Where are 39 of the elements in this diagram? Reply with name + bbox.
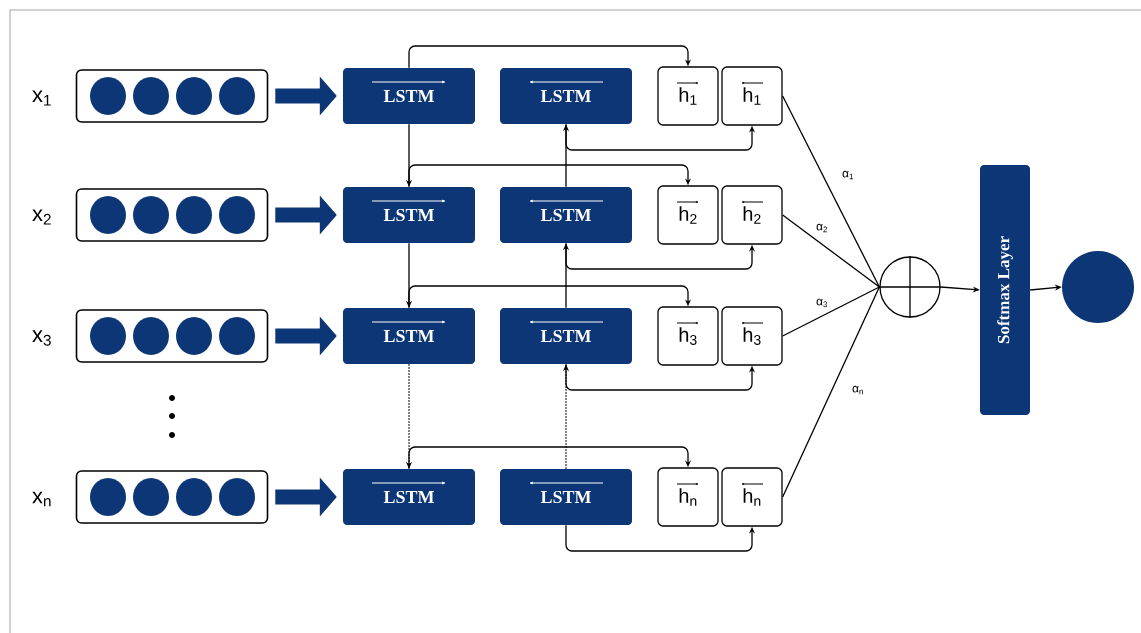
- vector-box: [75, 309, 269, 363]
- input-label: x$_{2}$: [32, 209, 51, 225]
- lstm-box: LSTM: [500, 308, 632, 364]
- arrow: [408, 45, 692, 69]
- hidden-state-box: h$_{n}$: [657, 467, 719, 527]
- vector-box: [75, 69, 269, 123]
- edge-label: α$_{n}$: [851, 384, 865, 396]
- arrow: [408, 285, 692, 309]
- hidden-state-box: h$_{n}$: [721, 467, 783, 527]
- softmax-box: Softmax Layer: [980, 165, 1030, 415]
- hidden-state-box: h$_{1}$: [721, 66, 783, 126]
- edge-label: α$_{3}$: [815, 297, 829, 309]
- hidden-state-box: h$_{2}$: [657, 185, 719, 245]
- hidden-state-box: h$_{1}$: [657, 66, 719, 126]
- lstm-box: LSTM: [500, 68, 632, 124]
- arrow: [408, 446, 692, 470]
- input-label: x$_{3}$: [32, 330, 51, 346]
- hidden-state-box: h$_{2}$: [721, 185, 783, 245]
- arrow: [408, 164, 692, 188]
- input-label: x$_{n}$: [32, 491, 51, 507]
- lstm-box: LSTM: [343, 308, 475, 364]
- lstm-box: LSTM: [343, 68, 475, 124]
- vector-box: [75, 470, 269, 524]
- hidden-state-box: h$_{3}$: [721, 306, 783, 366]
- connector-line: [782, 95, 880, 288]
- lstm-box: LSTM: [500, 187, 632, 243]
- connector-line: [782, 286, 880, 498]
- hidden-state-box: h$_{3}$: [657, 306, 719, 366]
- connector-line: [782, 214, 880, 288]
- edge-label: α$_{2}$: [815, 222, 829, 234]
- output-circle: [1062, 251, 1134, 323]
- input-label: x$_{1}$: [32, 90, 51, 106]
- vector-box: [75, 188, 269, 242]
- sum-circle: [878, 255, 942, 319]
- lstm-box: LSTM: [343, 187, 475, 243]
- edge-label: α$_{1}$: [841, 169, 855, 181]
- connector-line: [782, 286, 880, 337]
- lstm-box: LSTM: [343, 469, 475, 525]
- lstm-box: LSTM: [500, 469, 632, 525]
